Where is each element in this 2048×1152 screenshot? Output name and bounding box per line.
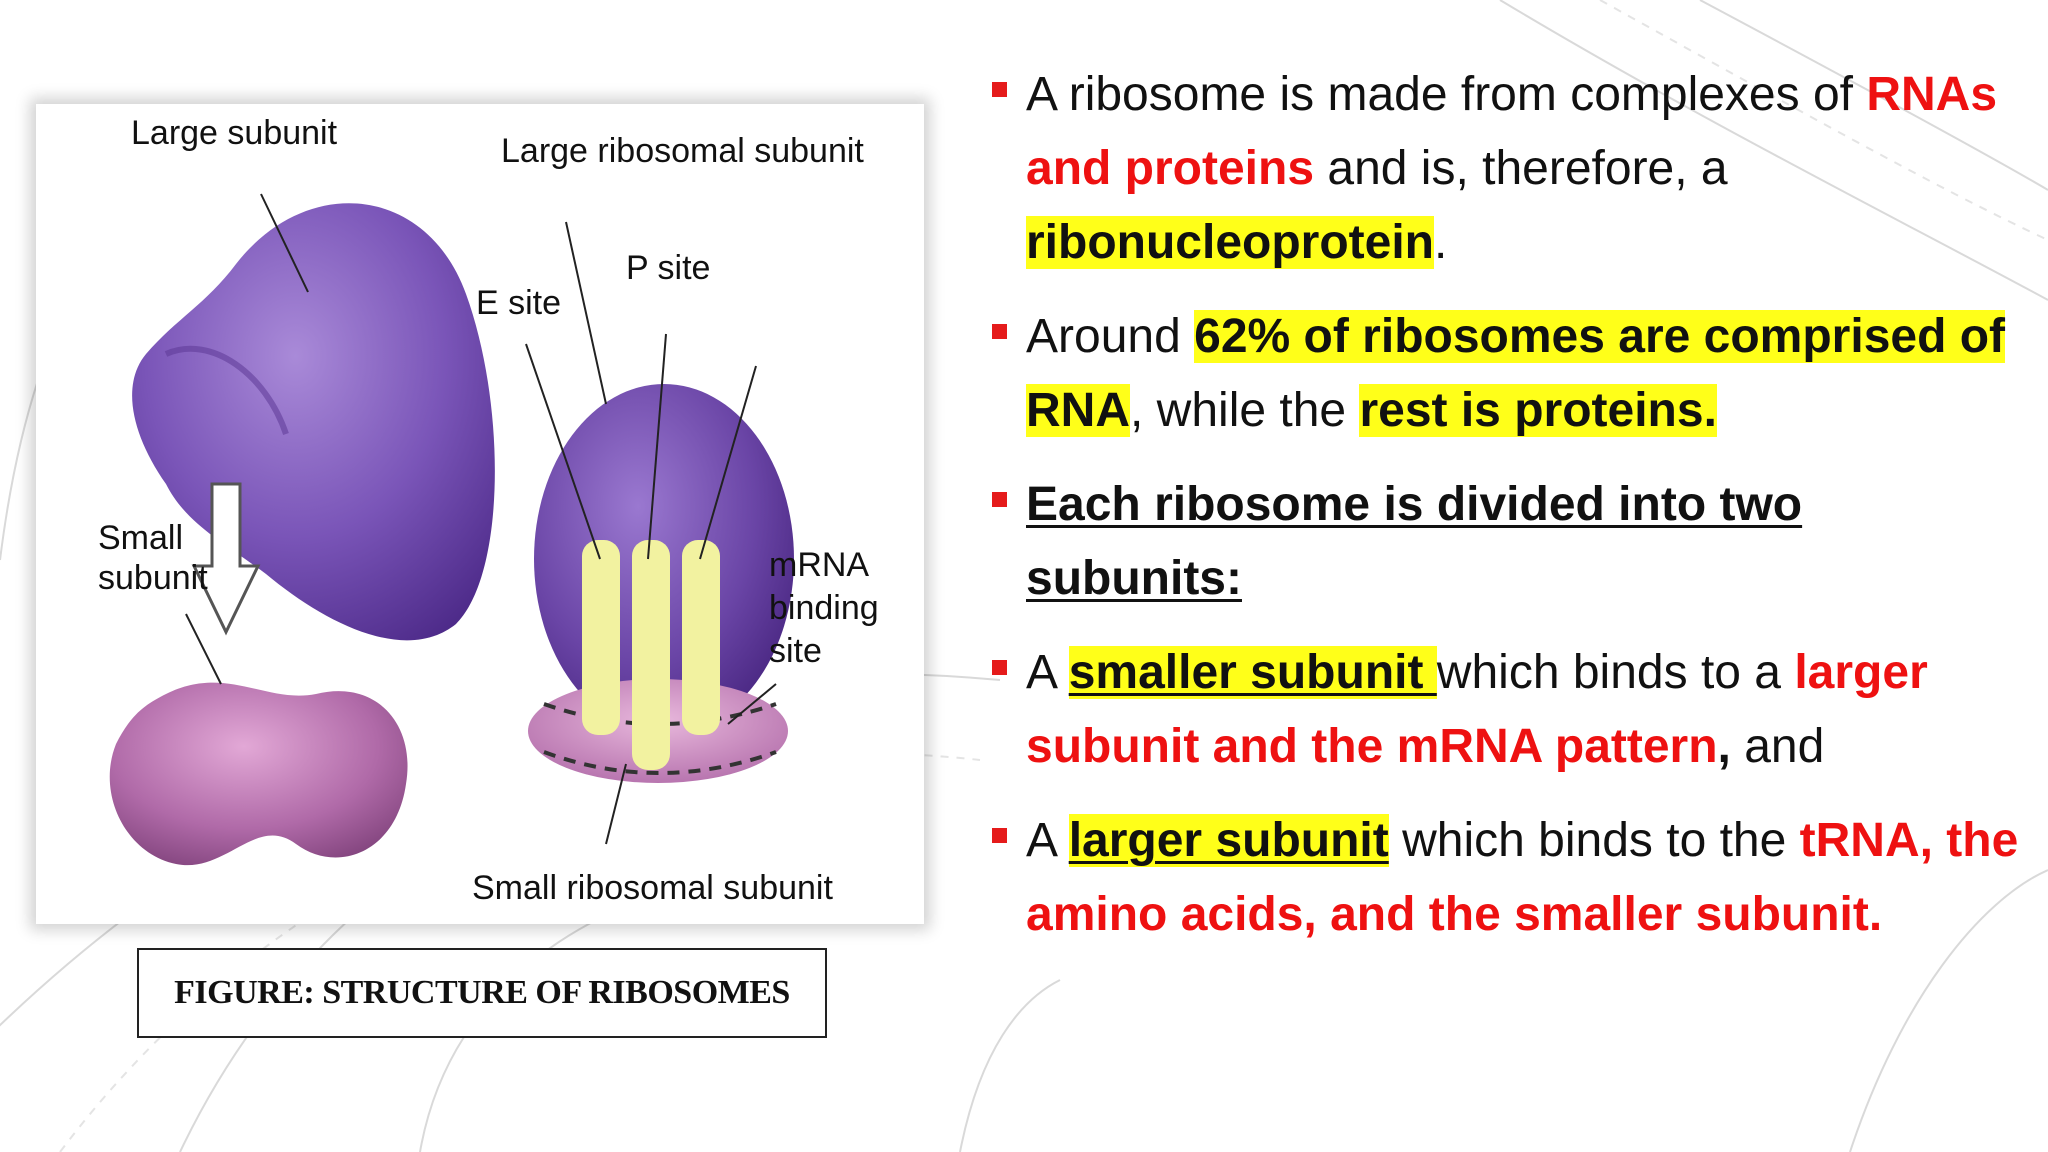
label-small-subunit-2: subunit bbox=[98, 559, 208, 597]
bullet-item-4: A smaller subunit which binds to a large… bbox=[990, 636, 2030, 784]
label-e-site: E site bbox=[476, 284, 561, 322]
label-large-subunit: Large subunit bbox=[131, 114, 338, 152]
label-large-ribosomal-subunit: Large ribosomal subunit bbox=[501, 132, 864, 170]
bullet-square-icon bbox=[992, 324, 1007, 339]
e-site-bar bbox=[582, 540, 620, 735]
a-site-bar bbox=[682, 540, 720, 735]
small-subunit-shape bbox=[109, 682, 408, 866]
bullet-list: A ribosome is made from complexes of RNA… bbox=[990, 58, 2030, 972]
ribosome-illustration: Large subunit Small subunit Large riboso… bbox=[98, 114, 879, 907]
bullet-square-icon bbox=[992, 660, 1007, 675]
label-p-site: P site bbox=[626, 249, 710, 287]
figure-caption: Figure: Structure of Ribosomes bbox=[137, 948, 827, 1038]
label-mrna-3: site bbox=[769, 632, 822, 670]
label-small-ribosomal-subunit: Small ribosomal subunit bbox=[472, 869, 833, 907]
bullet-square-icon bbox=[992, 828, 1007, 843]
bullet-square-icon bbox=[992, 82, 1007, 97]
bullet-square-icon bbox=[992, 492, 1007, 507]
label-mrna-1: mRNA bbox=[769, 546, 869, 584]
ribosome-figure: Large subunit Small subunit Large riboso… bbox=[36, 104, 924, 924]
down-arrow-icon bbox=[191, 482, 261, 636]
label-mrna-2: binding bbox=[769, 589, 879, 627]
bullet-item-2: Around 62% of ribosomes are comprised of… bbox=[990, 300, 2030, 448]
bullet-item-5: A larger subunit which binds to the tRNA… bbox=[990, 804, 2030, 952]
label-small-subunit-1: Small bbox=[98, 519, 183, 557]
bullet-item-1: A ribosome is made from complexes of RNA… bbox=[990, 58, 2030, 280]
p-site-bar bbox=[632, 540, 670, 770]
bullet-item-3: Each ribosome is divided into two subuni… bbox=[990, 468, 2030, 616]
